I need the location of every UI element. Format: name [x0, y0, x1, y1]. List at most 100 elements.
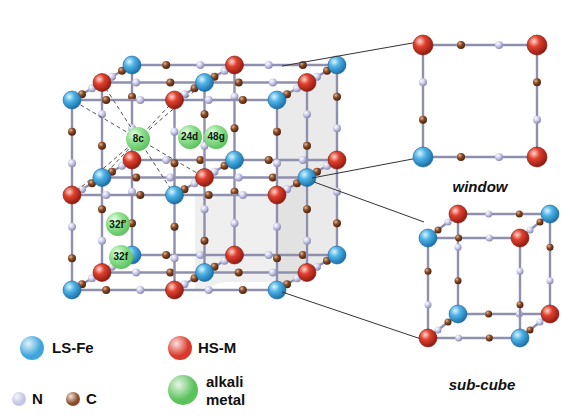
carbon-atom — [201, 110, 209, 118]
cn-bond — [423, 44, 537, 46]
ls-fe-atom — [93, 169, 111, 187]
nitrogen-atom — [68, 223, 76, 231]
carbon-atom — [166, 269, 174, 277]
hs-m-atom — [226, 246, 244, 264]
cn-bond — [428, 237, 520, 239]
nitrogen-atom — [98, 237, 106, 245]
cn-bond — [131, 160, 133, 255]
carbon-atom — [171, 159, 179, 167]
hs-m-atom — [527, 147, 547, 167]
cn-bond — [235, 254, 338, 256]
cn-bond — [203, 178, 205, 273]
cn-bond — [132, 64, 235, 66]
inset-caption: window — [453, 178, 508, 195]
carbon-atom — [333, 93, 341, 101]
site-label: 32f — [114, 251, 128, 262]
carbon-atom — [98, 205, 106, 213]
hs-m-atom — [196, 169, 214, 187]
cn-bond — [205, 271, 308, 273]
cn-bond — [71, 100, 73, 195]
cn-bond — [233, 65, 235, 160]
ls-fe-atom — [166, 186, 184, 204]
carbon-atom — [68, 254, 76, 262]
carbon-atom — [235, 269, 243, 277]
cn-bond — [336, 65, 338, 160]
cn-bond — [457, 214, 459, 314]
hs-m-atom — [541, 305, 559, 323]
nitrogen-atom — [333, 124, 341, 132]
cn-bond — [428, 337, 520, 339]
hs-m-atom — [268, 186, 286, 204]
nitrogen-atom — [303, 110, 311, 118]
cn-bond — [423, 156, 537, 158]
nitrogen-atom — [486, 235, 493, 242]
carbon-atom — [445, 319, 452, 326]
cn-bond — [205, 176, 308, 178]
hs-m-atom — [298, 74, 316, 92]
nitrogen-atom — [269, 79, 277, 87]
cn-bond — [102, 81, 205, 83]
nitrogen-atom — [68, 159, 76, 167]
cn-bond — [422, 45, 424, 157]
ls-fe-atom — [328, 246, 346, 264]
legend-text: alkali metal — [206, 373, 262, 409]
carbon-atom — [102, 286, 110, 294]
carbon-atom — [537, 219, 544, 226]
nitrogen-atom — [273, 223, 281, 231]
nitrogen-atom — [425, 301, 432, 308]
ls-fe-atom — [268, 91, 286, 109]
nitrogen-atom — [547, 277, 554, 284]
alkali-site: 32f' — [106, 212, 130, 236]
cn-bond — [72, 194, 175, 196]
nitrogen-atom — [495, 153, 503, 161]
ls-fe-atom — [268, 281, 286, 299]
hs-m-atom — [226, 56, 244, 74]
cn-bond — [72, 289, 175, 291]
ls-fe-atom — [63, 281, 81, 299]
nitrogen-atom — [299, 156, 307, 164]
cn-bond — [175, 194, 278, 196]
cn-bond — [233, 160, 235, 255]
site-label: 32f' — [109, 219, 126, 230]
nitrogen-atom — [455, 335, 462, 342]
nitrogen-atom — [527, 227, 534, 234]
carbon-atom — [201, 237, 209, 245]
cn-bond — [276, 100, 278, 195]
carbon-atom — [231, 124, 239, 132]
cn-bond — [336, 160, 338, 255]
nitrogen-atom — [445, 219, 452, 226]
cn-bond — [102, 271, 205, 273]
hs-m-atom — [527, 35, 547, 55]
cn-bond — [132, 159, 235, 161]
carbon-atom — [533, 78, 541, 86]
ls-fe-atom — [196, 264, 214, 282]
nitrogen-atom — [136, 286, 144, 294]
nitrogen-atom — [533, 116, 541, 124]
carbon-atom — [171, 223, 179, 231]
hs-m-atom — [328, 151, 346, 169]
carbon-atom — [273, 128, 281, 136]
nitrogen-atom — [419, 78, 427, 86]
carbon-atom — [132, 174, 140, 182]
carbon-atom — [455, 235, 462, 242]
hs-m-atom — [298, 264, 316, 282]
carbon-atom — [457, 41, 465, 49]
alkali-site: 8c — [126, 127, 150, 151]
carbon-atom — [303, 142, 311, 150]
carbon-atom — [516, 211, 523, 218]
carbon-atom — [162, 251, 170, 259]
carbon-atom — [102, 96, 110, 104]
carbon-atom — [333, 219, 341, 227]
cn-bond — [102, 176, 205, 178]
hs-m-atom — [93, 74, 111, 92]
nitrogen-atom — [455, 244, 462, 251]
ls-fe-atom — [413, 147, 433, 167]
ls-fe-atom — [123, 56, 141, 74]
carbon-atom — [68, 128, 76, 136]
cn-bond — [72, 99, 175, 101]
carbon-atom — [486, 335, 493, 342]
ls-fe-atom — [328, 56, 346, 74]
cn-bond — [549, 214, 551, 314]
hs-m-atom — [449, 205, 467, 223]
site-label: 8c — [133, 133, 144, 144]
